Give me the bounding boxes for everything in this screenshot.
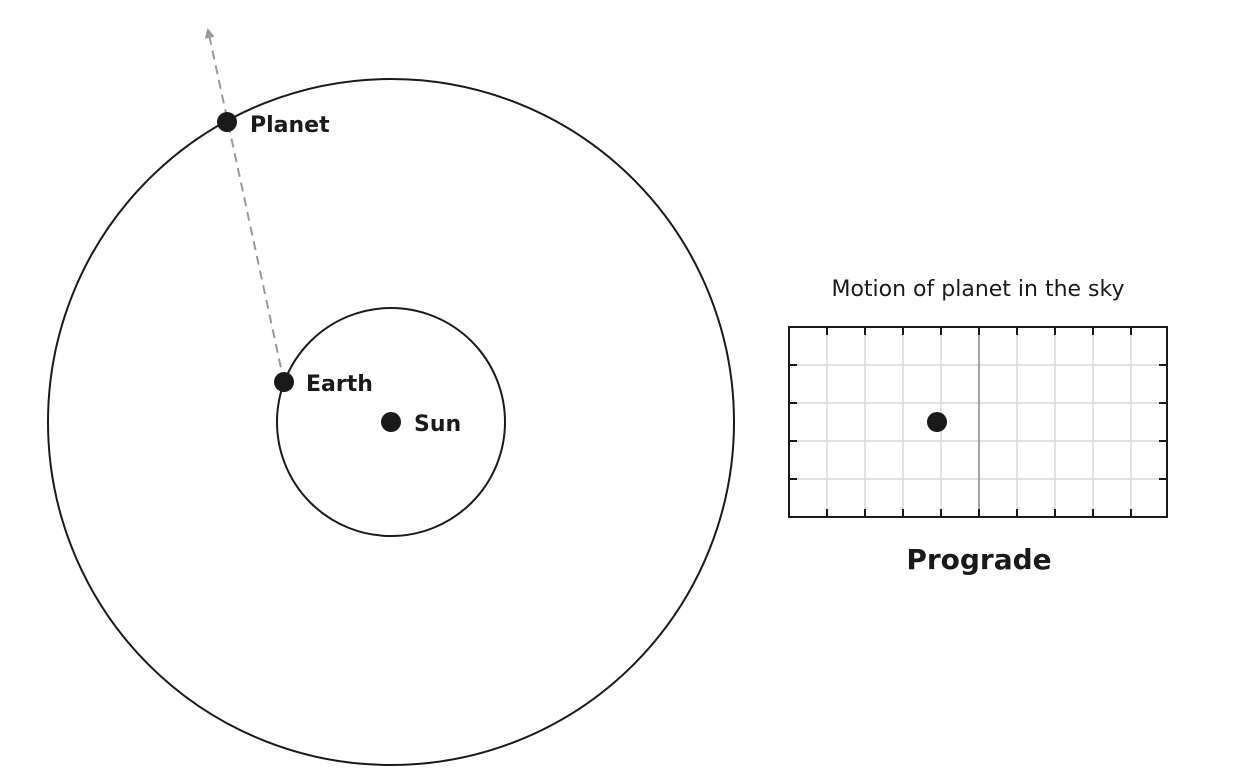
earth-dot <box>274 372 294 392</box>
sun-dot <box>381 412 401 432</box>
sky-grid <box>789 327 1167 517</box>
sky-frame <box>788 326 1168 518</box>
sun-label: Sun <box>414 412 461 437</box>
planet-dot <box>217 112 237 132</box>
planet-orbit <box>47 78 735 766</box>
line-of-sight-arrow <box>204 28 285 383</box>
earth-label: Earth <box>306 372 373 397</box>
sky-frame-ticks <box>789 327 1167 517</box>
sky-panel: Motion of planet in the sky <box>788 277 1168 576</box>
sky-panel-title: Motion of planet in the sky <box>831 277 1124 302</box>
sky-planet-dot <box>927 412 947 432</box>
earth-orbit <box>276 307 506 537</box>
planet-label: Planet <box>250 113 330 138</box>
sky-panel-caption: Prograde <box>906 543 1051 576</box>
